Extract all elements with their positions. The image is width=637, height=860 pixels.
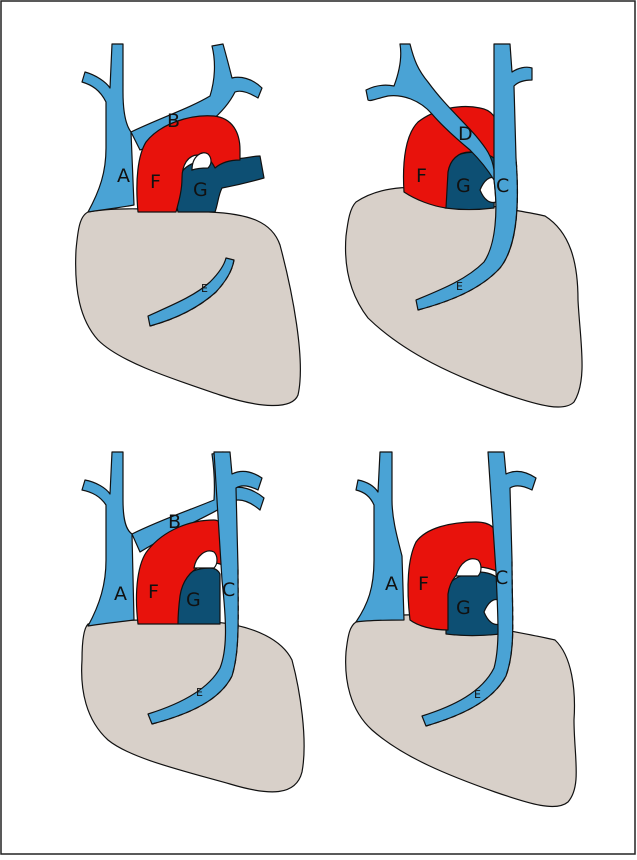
label-e: E [474,688,481,701]
label-f: F [148,581,159,603]
label-b: B [168,511,181,533]
label-c: C [222,579,235,601]
label-f: F [416,165,427,187]
label-e: E [196,686,203,699]
label-g: G [456,597,471,619]
label-f: F [150,171,161,193]
label-a: A [117,165,130,187]
label-g: G [193,179,208,201]
label-c: C [496,175,509,197]
label-g: G [186,589,201,611]
label-a: A [385,573,398,595]
label-g: G [456,175,471,197]
label-a: A [114,583,127,605]
label-b: B [167,110,180,132]
label-c: C [495,567,508,589]
label-e: E [456,280,463,293]
label-e: E [201,282,208,295]
label-f: F [418,573,429,595]
label-d: D [458,123,473,145]
